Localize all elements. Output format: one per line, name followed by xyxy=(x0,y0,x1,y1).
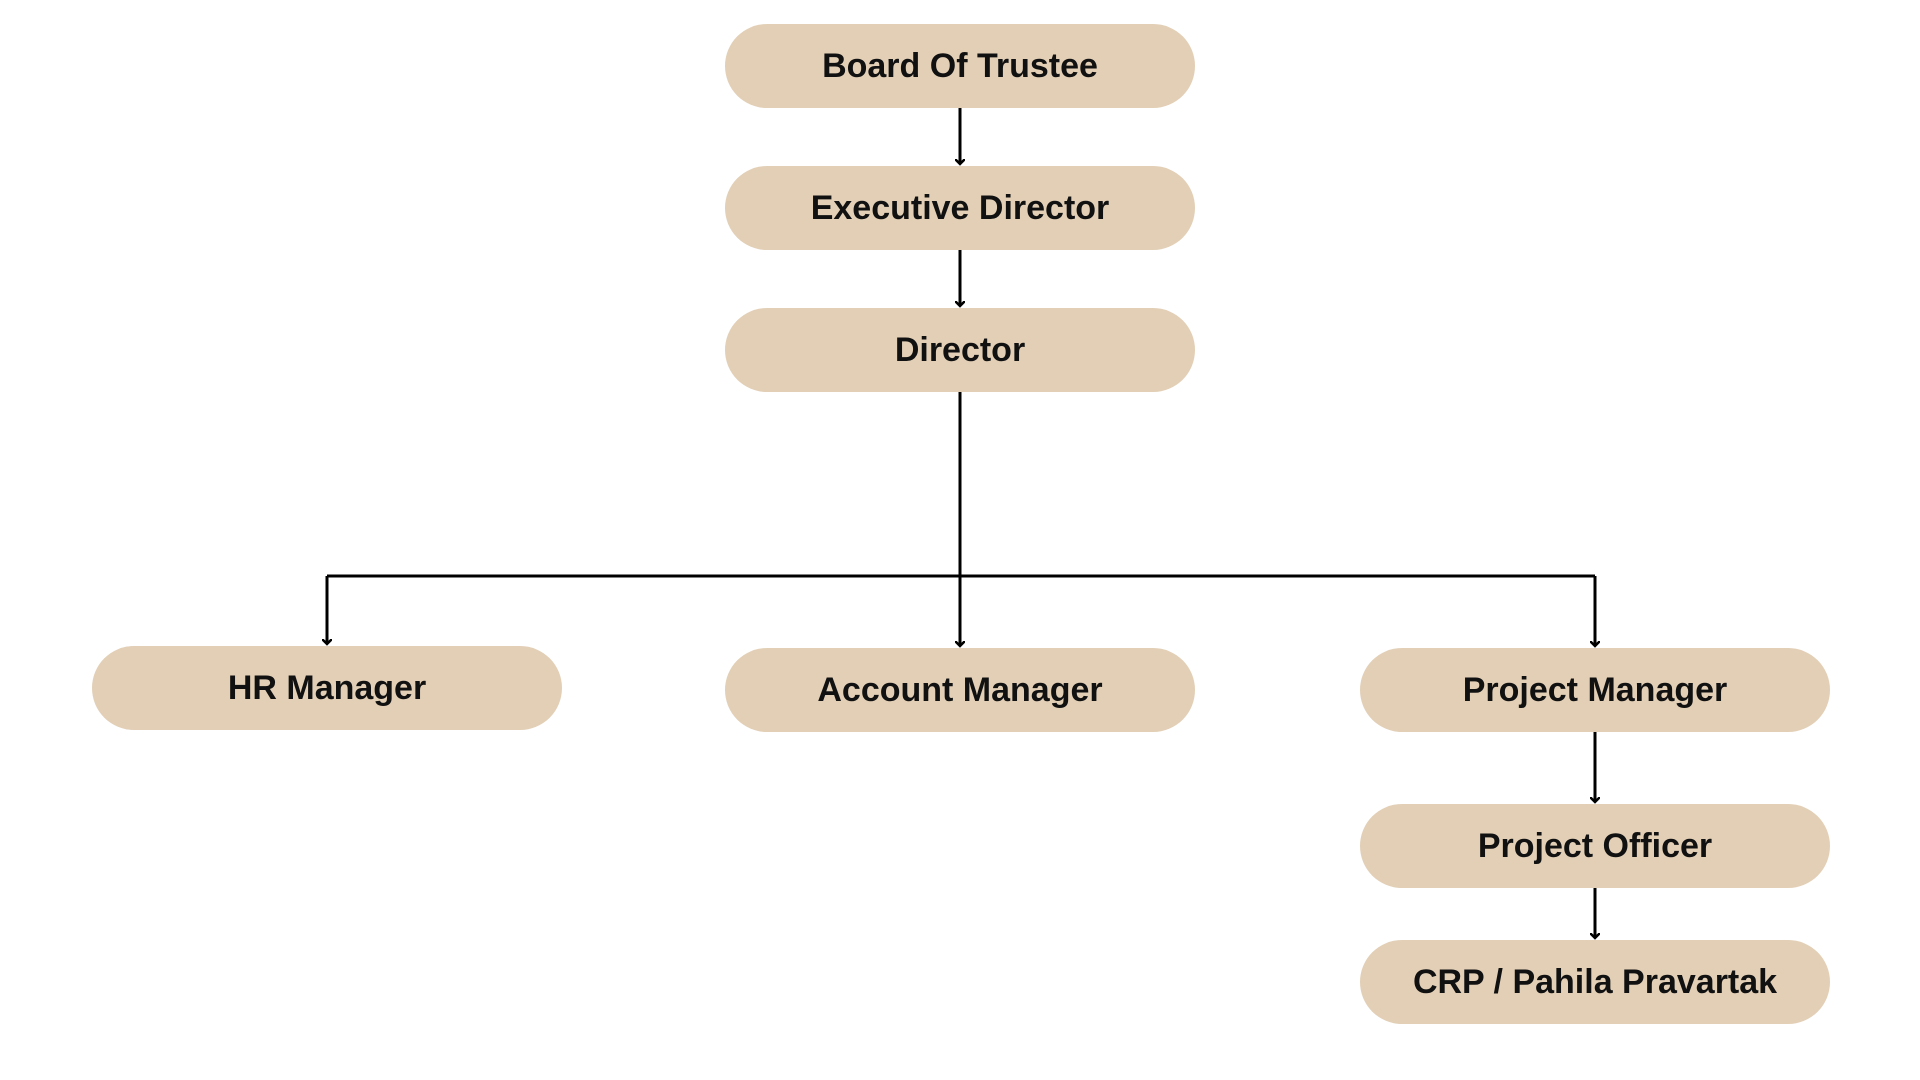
node-board-of-trustee: Board Of Trustee xyxy=(725,24,1195,108)
node-project-officer: Project Officer xyxy=(1360,804,1830,888)
node-hr-manager: HR Manager xyxy=(92,646,562,730)
node-executive-director: Executive Director xyxy=(725,166,1195,250)
node-crp-pahila-pravartak: CRP / Pahila Pravartak xyxy=(1360,940,1830,1024)
node-account-manager: Account Manager xyxy=(725,648,1195,732)
node-project-manager: Project Manager xyxy=(1360,648,1830,732)
node-director: Director xyxy=(725,308,1195,392)
